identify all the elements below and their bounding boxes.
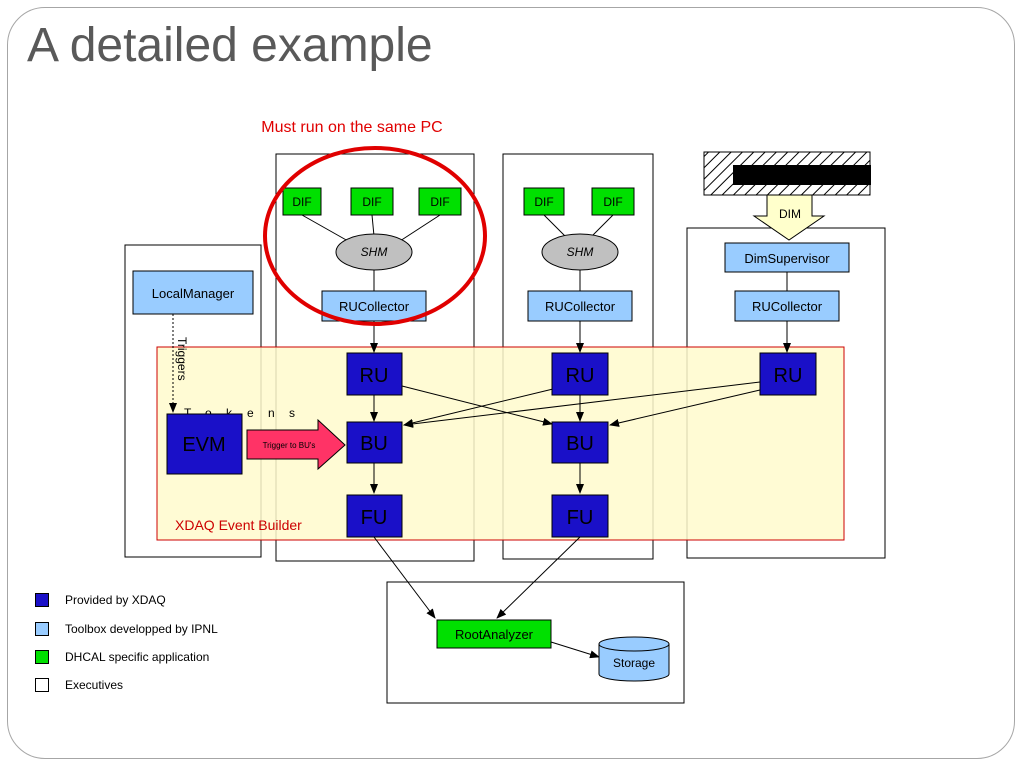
dim-source-redaction xyxy=(733,165,871,185)
svg-text:FU: FU xyxy=(567,507,594,529)
svg-text:LocalManager: LocalManager xyxy=(152,286,235,301)
svg-text:BU: BU xyxy=(566,433,594,455)
svg-text:RUCollector: RUCollector xyxy=(545,299,616,314)
svg-text:RUCollector: RUCollector xyxy=(339,299,410,314)
shm-node: SHM xyxy=(335,233,413,271)
legend-label: Executives xyxy=(65,678,124,692)
svg-text:DimSupervisor: DimSupervisor xyxy=(744,251,830,266)
trigger-label: Trigger to BU's xyxy=(263,441,316,450)
legend-label: Toolbox developped by IPNL xyxy=(65,622,218,636)
link-ru-bu xyxy=(403,381,761,428)
rootanalyzer-node: RootAnalyzer xyxy=(436,619,552,649)
svg-text:FU: FU xyxy=(361,507,388,529)
legend-item: Toolbox developped by IPNL xyxy=(35,621,218,637)
link-dif-shm xyxy=(301,214,349,242)
localmanager-node: LocalManager xyxy=(132,270,254,315)
svg-text:DIF: DIF xyxy=(430,195,449,209)
tokens-letter: k xyxy=(226,406,233,420)
dif-node: DIF xyxy=(350,187,394,216)
same-pc-annotation: Must run on the same PC xyxy=(261,119,442,136)
evm-node: EVM xyxy=(166,413,243,475)
svg-text:BU: BU xyxy=(360,433,388,455)
triggers-label: Triggers xyxy=(175,337,189,381)
ru-node: RU xyxy=(551,352,609,396)
svg-text:DIF: DIF xyxy=(534,195,553,209)
tokens-letter: n xyxy=(268,406,275,420)
link-fu-rootanalyzer xyxy=(496,536,581,619)
svg-text:EVM: EVM xyxy=(182,434,225,456)
ru-node: RU xyxy=(346,352,403,396)
trigger-arrow xyxy=(246,418,346,471)
dim-label: DIM xyxy=(779,207,801,221)
slide-frame xyxy=(7,7,1015,759)
tokens-letter: s xyxy=(289,406,295,420)
link-fu-rootanalyzer xyxy=(373,536,436,619)
dif-node: DIF xyxy=(418,187,462,216)
rucollector-node: RUCollector xyxy=(321,290,427,322)
svg-text:RU: RU xyxy=(774,365,803,387)
tokens-letter: e xyxy=(247,406,254,420)
svg-text:DIF: DIF xyxy=(603,195,622,209)
slide-title: A detailed example xyxy=(27,19,433,72)
xdaq-region-label: XDAQ Event Builder xyxy=(175,517,302,533)
bu-node: BU xyxy=(551,421,609,464)
dimsupervisor-node: DimSupervisor xyxy=(724,242,850,273)
svg-text:DIF: DIF xyxy=(292,195,311,209)
svg-text:RU: RU xyxy=(360,365,389,387)
svg-text:SHM: SHM xyxy=(567,245,594,259)
link-rootanalyzer-storage xyxy=(550,641,600,659)
same-pc-highlight-circle xyxy=(263,146,487,326)
rucollector-node: RUCollector xyxy=(527,290,633,322)
rucollector-node: RUCollector xyxy=(734,290,840,322)
legend-swatch-executives xyxy=(35,678,49,692)
legend-swatch-ipnl xyxy=(35,622,49,636)
svg-text:DIF: DIF xyxy=(362,195,381,209)
ru-node: RU xyxy=(759,352,817,396)
legend-swatch-dhcal xyxy=(35,650,49,664)
tokens-letter: o xyxy=(205,406,212,420)
shm-node: SHM xyxy=(541,233,619,271)
svg-text:RU: RU xyxy=(566,365,595,387)
dif-node: DIF xyxy=(282,187,322,216)
svg-text:RootAnalyzer: RootAnalyzer xyxy=(455,627,534,642)
link-dif-shm xyxy=(371,214,375,237)
dim-arrow xyxy=(752,194,826,241)
link-ru-bu xyxy=(403,388,554,427)
legend-item: DHCAL specific application xyxy=(35,649,209,665)
legend-item: Provided by XDAQ xyxy=(35,592,166,608)
tokens-label: T o k e n s xyxy=(184,406,295,420)
storage-node: Storage xyxy=(598,636,670,682)
dif-node: DIF xyxy=(591,187,635,216)
svg-text:SHM: SHM xyxy=(361,245,388,259)
legend-item: Executives xyxy=(35,677,123,693)
svg-text:Storage: Storage xyxy=(613,656,655,670)
link-ru-bu xyxy=(609,389,761,427)
tokens-letter: T xyxy=(184,406,192,420)
legend-label: Provided by XDAQ xyxy=(65,593,166,607)
svg-text:RUCollector: RUCollector xyxy=(752,299,823,314)
link-dif-shm xyxy=(591,214,614,237)
dif-node: DIF xyxy=(523,187,565,216)
link-ru-bu xyxy=(401,385,553,426)
link-dif-shm xyxy=(543,214,566,237)
link-dif-shm xyxy=(399,214,441,242)
legend-label: DHCAL specific application xyxy=(65,650,210,664)
fu-node: FU xyxy=(346,494,403,538)
bu-node: BU xyxy=(346,421,403,464)
legend-swatch-xdaq xyxy=(35,593,49,607)
fu-node: FU xyxy=(551,494,609,538)
